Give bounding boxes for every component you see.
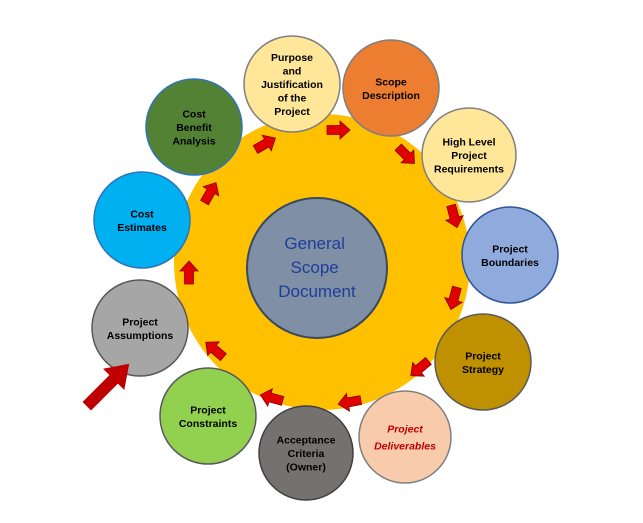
node-label-line: Estimates xyxy=(117,222,167,234)
node-label-line: (Owner) xyxy=(286,462,326,474)
node-circle xyxy=(93,171,191,269)
flow-arrow xyxy=(394,143,415,164)
node-label-line: Project xyxy=(492,243,528,255)
center-label-line: General xyxy=(284,234,344,253)
node-circle xyxy=(145,78,243,176)
flow-arrow xyxy=(444,203,464,229)
node-circle xyxy=(159,367,257,465)
node-label-line: Project xyxy=(451,150,487,162)
flow-arrow xyxy=(337,392,363,413)
node-label-line: Project xyxy=(122,316,158,328)
center-label-line: Document xyxy=(278,282,356,301)
node-label-line: Cost xyxy=(130,208,154,220)
flow-arrow xyxy=(179,260,199,285)
node-label-line: Analysis xyxy=(172,136,215,148)
node-label-line: Scope xyxy=(375,76,407,88)
node-label-line: Acceptance xyxy=(277,435,336,447)
flow-arrows xyxy=(179,120,464,413)
node-label-line: Benefit xyxy=(176,122,212,134)
node-label-line: Project xyxy=(274,106,310,118)
node-label-line: Project xyxy=(190,404,226,416)
node-label-line: High Level xyxy=(442,137,495,149)
center-label: General Scope Document xyxy=(278,234,356,301)
flow-arrow xyxy=(200,182,220,206)
node-label-line: Requirements xyxy=(434,164,504,176)
node-label-line: Strategy xyxy=(462,364,504,376)
flow-arrow xyxy=(252,134,276,154)
node-label-line: Constraints xyxy=(179,418,238,430)
flow-arrow xyxy=(205,341,227,362)
node-label-line: of the xyxy=(278,93,307,105)
node-circle xyxy=(434,313,532,411)
node-label-line: Assumptions xyxy=(107,330,174,342)
node-circle xyxy=(461,206,559,304)
flow-arrow xyxy=(410,356,432,377)
pointer-arrow-shape xyxy=(82,363,130,411)
node-label-line: Purpose xyxy=(271,52,313,64)
center-label-line: Scope xyxy=(291,258,339,277)
node-label-line: Deliverables xyxy=(374,441,436,453)
flow-arrow xyxy=(444,285,464,311)
node-circle xyxy=(258,405,354,501)
node-label-line: and xyxy=(283,66,302,78)
flow-arrow xyxy=(259,388,285,408)
node-circle xyxy=(358,390,452,484)
node-label-line: Criteria xyxy=(288,448,325,460)
node-label-line: Project xyxy=(465,350,501,362)
node-circle xyxy=(421,107,517,203)
center-circle xyxy=(246,197,388,339)
node-label-line: Description xyxy=(362,90,420,102)
node-circle xyxy=(342,39,440,137)
node-label-line: Boundaries xyxy=(481,257,539,269)
node-circle xyxy=(91,279,189,377)
node-circle xyxy=(243,35,341,133)
flow-arrow xyxy=(326,120,351,140)
node-label-line: Cost xyxy=(182,109,206,121)
node-label-line: Justification xyxy=(261,79,323,91)
node-label-line: Project xyxy=(387,424,423,436)
highlight-pointer-arrow xyxy=(82,363,130,411)
